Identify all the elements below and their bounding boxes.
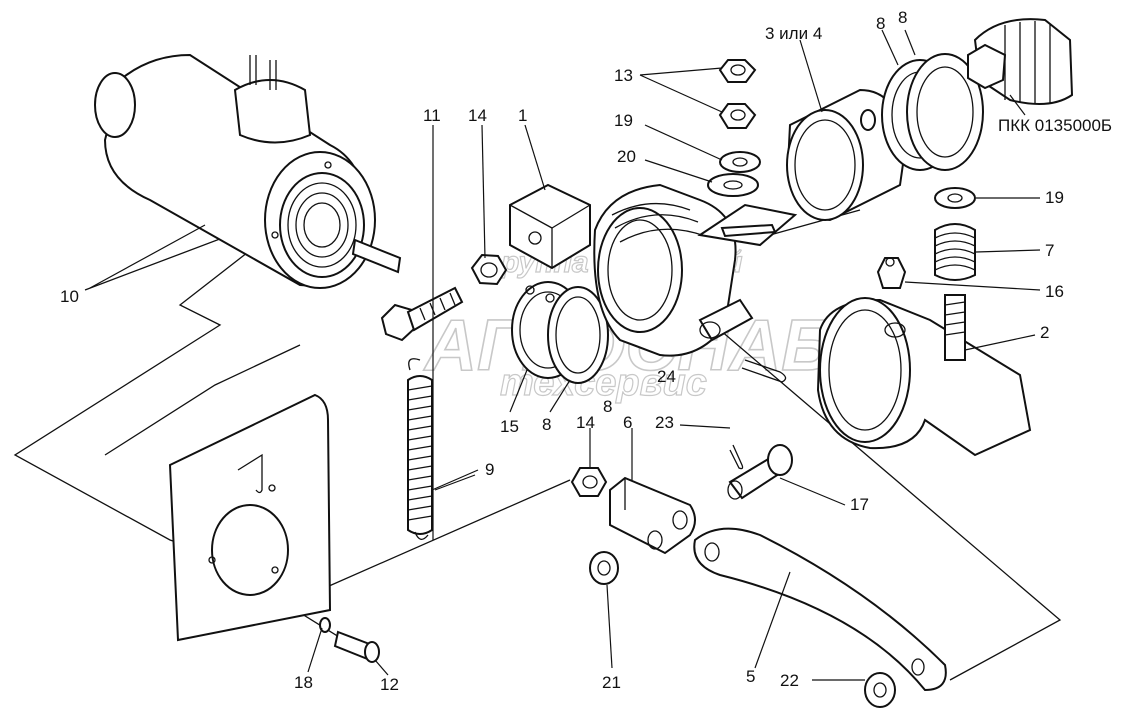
- label-15: 15: [500, 417, 519, 436]
- label-22: 22: [780, 671, 799, 690]
- part-14-nut-upper: [470, 253, 508, 286]
- label-18: 18: [294, 673, 313, 692]
- label-1: 1: [518, 106, 527, 125]
- part-18-ring: [319, 617, 331, 633]
- label-16: 16: [1045, 282, 1064, 301]
- part-2-clamp: [816, 294, 1032, 457]
- label-21: 21: [602, 673, 621, 692]
- label-8-lower-a: 8: [542, 415, 551, 434]
- label-12: 12: [380, 675, 399, 694]
- label-8-lower-b: 8: [603, 397, 612, 416]
- part-19-washer-right: [934, 187, 976, 209]
- label-23: 23: [655, 413, 674, 432]
- assembly-line: [769, 209, 861, 236]
- label-8-top-a: 8: [876, 14, 885, 33]
- label-5: 5: [746, 667, 755, 686]
- part-14-nut-lower: [570, 467, 608, 497]
- part-24-cotter-pin: [741, 359, 787, 383]
- label-19-left: 19: [614, 111, 633, 130]
- label-10: 10: [60, 287, 79, 306]
- main-housing: [593, 183, 798, 357]
- part-22-washer: [864, 672, 896, 708]
- label-8-top-b: 8: [898, 8, 907, 27]
- part-21-washer: [589, 551, 619, 585]
- part-pkk-assembly: [967, 18, 1074, 105]
- part-19-washer-left: [719, 151, 761, 173]
- leader-lines: [89, 29, 1041, 681]
- mounting-plate: [168, 393, 332, 642]
- part-10-solenoid: [94, 53, 402, 289]
- label-17: 17: [850, 495, 869, 514]
- label-11: 11: [423, 106, 441, 125]
- label-6: 6: [623, 413, 632, 432]
- part-9-spring: [407, 358, 433, 540]
- label-pkk: ПКК 0135000Б: [998, 116, 1112, 135]
- part-3-or-4-bushing: [786, 88, 907, 222]
- label-9: 9: [485, 460, 494, 479]
- part-11-bolt: [380, 286, 464, 342]
- label-14-upper: 14: [468, 106, 487, 125]
- assembly-line: [104, 344, 301, 456]
- label-2: 2: [1040, 323, 1049, 342]
- label-19-right: 19: [1045, 188, 1064, 207]
- part-7-spring: [934, 223, 976, 281]
- part-20-washer: [707, 173, 759, 197]
- label-7: 7: [1045, 241, 1054, 260]
- part-labels: 10 11 14 1 13 19 20 3 или 4 8 8 ПКК 0135…: [60, 8, 1112, 694]
- part-12-pin: [333, 630, 380, 663]
- part-16-grease-fitting: [876, 257, 907, 289]
- part-13-nuts: [718, 59, 757, 129]
- label-3-or-4: 3 или 4: [765, 24, 822, 43]
- label-13: 13: [614, 66, 633, 85]
- label-24: 24: [657, 367, 676, 386]
- part-23-cotter-pin: [729, 444, 744, 470]
- assembly-line: [319, 479, 571, 591]
- part-6-clevis: [609, 476, 696, 555]
- part-17-pin: [727, 444, 793, 500]
- part-1-bracket: [509, 183, 591, 270]
- part-5-lever: [693, 527, 947, 692]
- part-8-seal-rings-top: [881, 53, 984, 171]
- label-14-lower: 14: [576, 413, 595, 432]
- label-20: 20: [617, 147, 636, 166]
- part-8-seal-ring: [547, 286, 609, 384]
